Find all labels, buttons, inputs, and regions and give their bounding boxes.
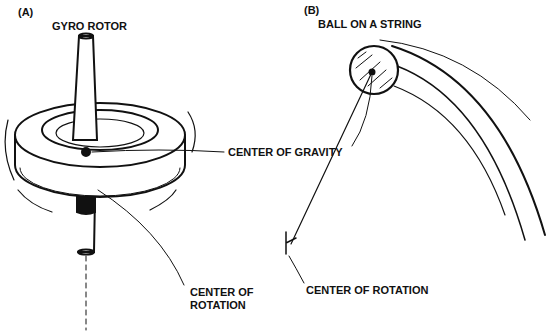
part-letter: (B) [304,4,319,17]
part-letter: (A) [18,6,33,19]
callout-label: CENTER OF GRAVITY [228,146,343,159]
part-name: BALL ON A STRING [318,18,421,31]
callout-label: CENTER OF ROTATION [190,286,262,312]
callout-label: CENTER OF ROTATION [306,284,428,297]
part-name: GYRO ROTOR [52,20,127,33]
